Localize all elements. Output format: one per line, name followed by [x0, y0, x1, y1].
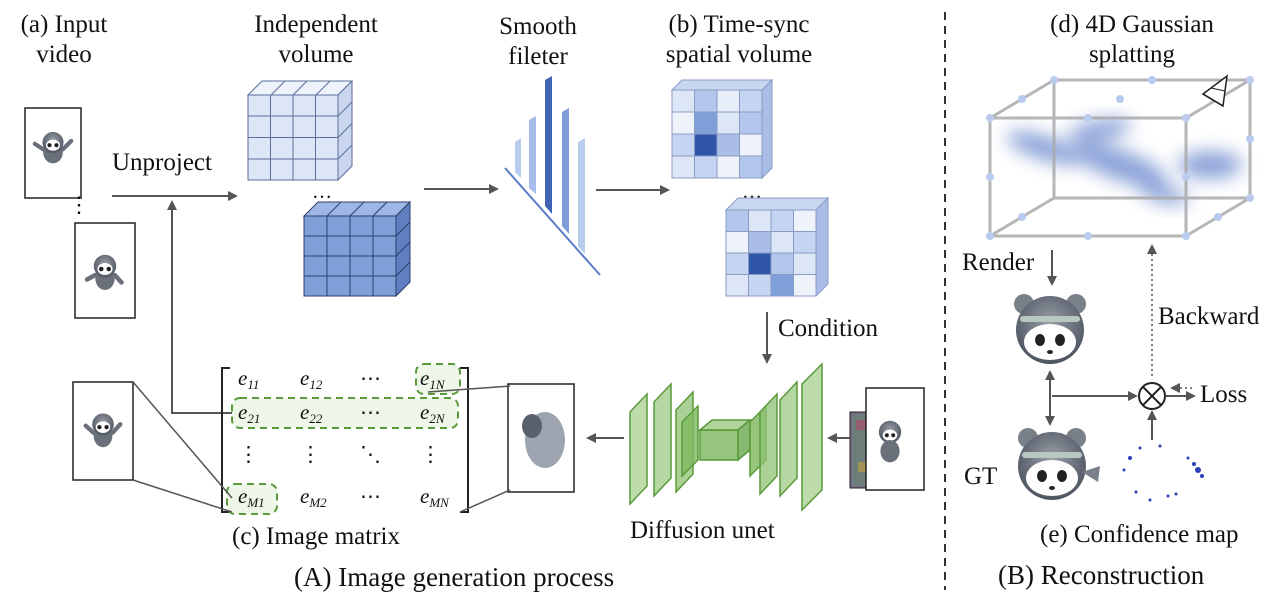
- matrix-brackets: [221, 367, 469, 513]
- proj-line-top: [427, 385, 511, 393]
- matrix-cell: e2N: [420, 400, 445, 426]
- confidence-map-icon: [1122, 444, 1204, 502]
- matrix-cell: e22: [300, 400, 323, 426]
- timesync-cube-2: [724, 196, 830, 298]
- matrix-cell: e11: [238, 366, 260, 392]
- panda-icon: [32, 131, 74, 164]
- panda-icon: [83, 413, 123, 448]
- row-feedback-arrow: [167, 200, 232, 414]
- generated-image: [507, 383, 575, 493]
- matrix-cell: ⋯: [360, 366, 381, 390]
- matrix-cell: eMN: [420, 484, 449, 510]
- light-cube: [246, 79, 354, 182]
- panda-icon: [878, 420, 902, 463]
- matrix-cell: ⋮: [238, 442, 259, 466]
- gt-panda-icon: [1018, 428, 1100, 500]
- row-highlight: [231, 397, 459, 429]
- input-frame-2: [74, 222, 136, 319]
- matrix-cell: ⋮: [420, 442, 441, 466]
- render-label: Render: [962, 249, 1035, 276]
- em1-highlight: [226, 483, 278, 515]
- proj-line-bottom: [459, 489, 511, 513]
- rendered-panda-icon: [1014, 294, 1086, 364]
- section-b-title: (B) Reconstruction: [998, 560, 1205, 590]
- volume-ellipsis: …: [312, 181, 332, 203]
- smooth-filter-icon: [504, 76, 601, 276]
- input-frame-1: [24, 107, 82, 199]
- noise-image-icon: [849, 387, 925, 491]
- section-a-title: (A) Image generation process: [294, 562, 615, 592]
- frames-dots: ⋮: [68, 192, 90, 217]
- matrix-cell: eM2: [300, 484, 327, 510]
- gt-label: GT: [964, 463, 998, 490]
- e1n-highlight: [415, 363, 461, 395]
- matrix-cell: ⋯: [360, 484, 381, 508]
- matrix-cell: e21: [238, 400, 261, 426]
- camera-icon: [1201, 74, 1228, 108]
- condition-label: Condition: [778, 315, 879, 342]
- gaussian-splatting-box: [986, 74, 1254, 240]
- image-matrix-label: (c) Image matrix: [232, 523, 400, 550]
- unproject-label: Unproject: [112, 149, 212, 176]
- matrix-cell: ⋯: [360, 400, 381, 424]
- matrix-cell: eM1: [238, 484, 265, 510]
- matrix-cell: e12: [300, 366, 323, 392]
- confidence-map-label: (e) Confidence map: [1040, 521, 1239, 548]
- dark-cube: [302, 200, 412, 298]
- loss-label: Loss: [1200, 381, 1248, 408]
- matrix-cell: ⋱: [360, 442, 381, 466]
- matrix-source-frame: [72, 381, 134, 481]
- diffusion-unet-label: Diffusion unet: [630, 517, 775, 544]
- matrix-cell: e1N: [420, 366, 445, 392]
- loss-circle-icon: [1138, 382, 1166, 410]
- matrix-cell: ⋮: [300, 442, 321, 466]
- backward-label: Backward: [1158, 303, 1260, 330]
- panda-icon: [84, 254, 124, 290]
- diffusion-unet-icon: [629, 362, 823, 512]
- timesync-cube-1: [670, 78, 774, 180]
